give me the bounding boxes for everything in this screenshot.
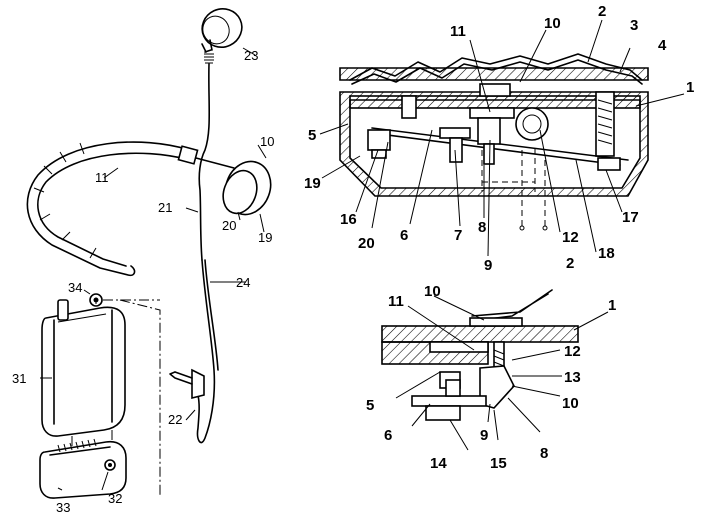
dt-label-10a: 10 xyxy=(424,283,441,300)
cs-label-4: 4 xyxy=(658,37,667,54)
earbud-neck xyxy=(201,39,213,53)
cs-label-10: 10 xyxy=(544,15,561,32)
dt-label-2: 2 xyxy=(566,255,574,272)
headband-joint xyxy=(177,145,199,165)
dt-label-10b: 10 xyxy=(562,395,579,412)
label-24: 24 xyxy=(236,275,250,290)
center-block xyxy=(469,107,515,119)
dt-label-8: 8 xyxy=(540,445,548,462)
detail-plate-top xyxy=(381,325,579,343)
detail-figure xyxy=(381,289,609,451)
cs-label-19: 19 xyxy=(304,175,321,192)
cs-label-17: 17 xyxy=(622,209,639,226)
dt-label-5: 5 xyxy=(366,397,374,414)
label-34: 34 xyxy=(68,280,82,295)
cs-label-7: 7 xyxy=(454,227,462,244)
label-22: 22 xyxy=(168,412,182,427)
label-19: 19 xyxy=(258,230,272,245)
top-cover xyxy=(339,67,649,81)
dt-label-15: 15 xyxy=(490,455,507,472)
spring-post xyxy=(595,91,615,157)
label-21: 21 xyxy=(158,200,172,215)
dt-label-6: 6 xyxy=(384,427,392,444)
earbud xyxy=(201,8,243,48)
headband xyxy=(26,141,191,277)
cs-label-12: 12 xyxy=(562,229,579,246)
cross-section-labels: 11 10 2 3 4 1 5 19 16 20 6 7 8 9 12 18 1… xyxy=(304,3,694,274)
cs-label-18: 18 xyxy=(598,245,615,262)
dt-label-14: 14 xyxy=(430,455,447,472)
magnet xyxy=(515,107,549,141)
diaphragm xyxy=(349,53,643,81)
dt-label-9: 9 xyxy=(480,427,488,444)
label-11: 11 xyxy=(95,170,109,185)
dt-label-1: 1 xyxy=(608,297,616,314)
dt-label-13: 13 xyxy=(564,369,581,386)
label-33: 33 xyxy=(56,500,70,515)
label-20: 20 xyxy=(222,218,236,233)
cross-section-figure xyxy=(319,19,685,257)
detail-labels: 2 10 11 1 12 13 10 5 6 9 8 14 15 xyxy=(366,255,616,472)
cord-lower xyxy=(196,259,216,444)
plug xyxy=(191,368,205,400)
cs-label-5: 5 xyxy=(308,127,316,144)
cs-label-20: 20 xyxy=(358,235,375,252)
headset-labels: 23 10 11 21 20 19 24 22 31 34 33 32 xyxy=(12,48,274,515)
earbud-spring xyxy=(204,53,214,64)
label-32: 32 xyxy=(108,491,122,506)
cs-label-6: 6 xyxy=(400,227,408,244)
cs-label-8: 8 xyxy=(478,219,486,236)
label-31: 31 xyxy=(12,371,26,386)
dt-label-12: 12 xyxy=(564,343,581,360)
cs-label-3: 3 xyxy=(630,17,638,34)
label-10: 10 xyxy=(260,134,274,149)
cs-label-2: 2 xyxy=(598,3,606,20)
cs-label-11: 11 xyxy=(450,23,466,40)
dt-label-11: 11 xyxy=(388,293,404,310)
detail-contact-spring xyxy=(471,289,553,321)
receiver-body xyxy=(41,306,126,437)
cord-upper xyxy=(198,63,211,261)
headset-figure xyxy=(26,8,272,499)
label-23: 23 xyxy=(244,48,258,63)
cs-label-1: 1 xyxy=(686,79,694,96)
receiver-antenna xyxy=(57,299,69,321)
cs-label-9: 9 xyxy=(484,257,492,274)
cs-label-16: 16 xyxy=(340,211,357,228)
dashed-guides xyxy=(481,148,546,226)
